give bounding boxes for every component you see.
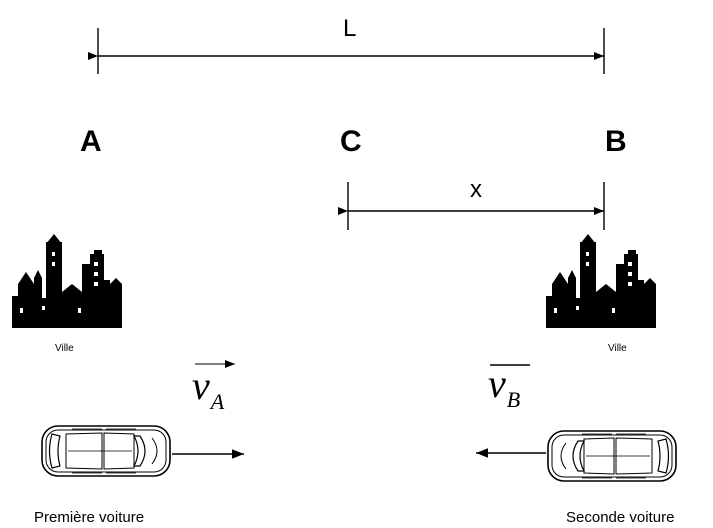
distance-l-label: L [343,15,357,42]
velocity-a-subscript: A [210,389,225,414]
city-caption-left: Ville [55,343,74,354]
velocity-b-symbol: v [488,361,506,406]
velocity-a-symbol: v [192,363,210,408]
city-caption-right: Ville [608,343,627,354]
distance-x-dimension [338,182,605,230]
distance-x-label: x [470,176,482,203]
second-car-caption: Seconde voiture [566,509,675,526]
city-skyline-icon [546,234,656,328]
car-top-view-icon [41,425,171,477]
point-a-label: A [80,125,102,158]
point-c-label: C [340,125,362,158]
first-car-caption: Première voiture [34,509,145,526]
car-top-view-icon [547,430,677,482]
velocity-b-subscript: B [506,387,521,412]
distance-l-dimension [88,28,605,74]
velocity-b-label: vB [488,364,520,411]
velocity-a-label: vA [192,366,224,413]
point-b-label: B [605,125,627,158]
city-skyline-icon [12,234,122,328]
